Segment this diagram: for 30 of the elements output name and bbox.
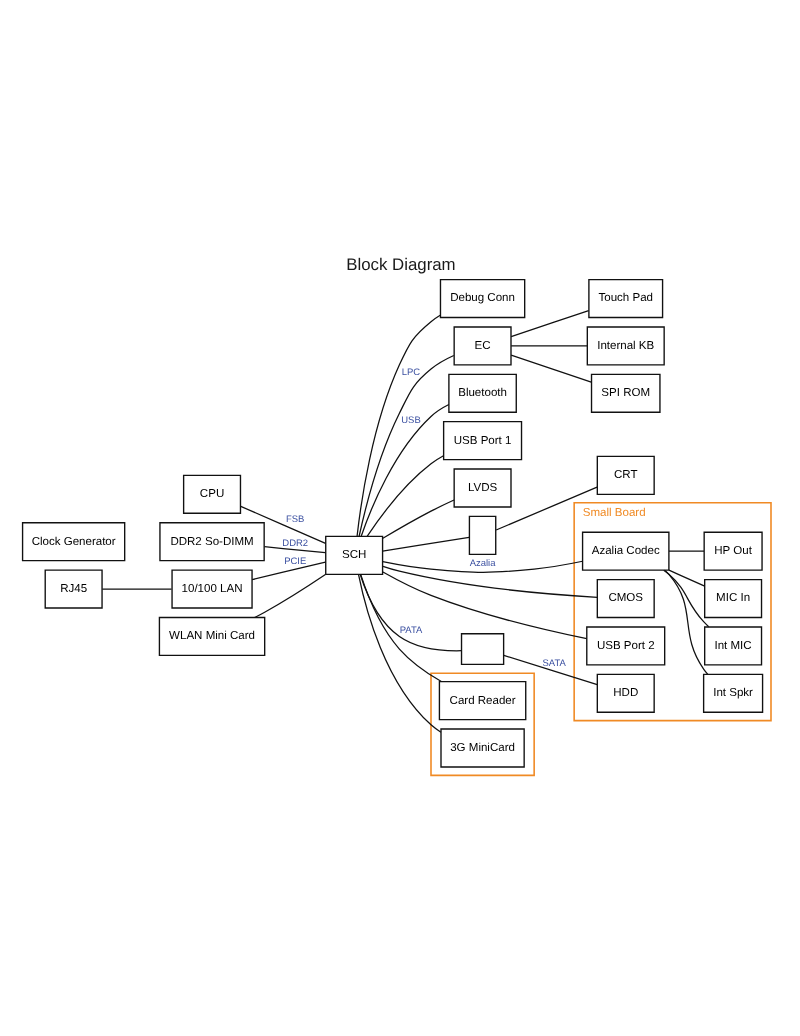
connector — [365, 455, 444, 537]
connector — [502, 654, 597, 686]
connector — [262, 546, 325, 554]
connector — [667, 569, 705, 587]
diagram-title: Block Diagram — [345, 253, 455, 274]
node-box — [467, 515, 496, 555]
connector — [381, 560, 583, 573]
connector — [359, 573, 441, 683]
connector — [667, 550, 704, 552]
connector — [357, 354, 454, 537]
connector — [509, 354, 591, 383]
connector — [100, 588, 172, 590]
connector — [358, 573, 462, 652]
connector — [356, 573, 441, 733]
connector — [381, 499, 454, 539]
cluster — [429, 672, 534, 777]
connector — [381, 571, 587, 640]
connector — [359, 403, 449, 537]
connector — [355, 314, 440, 537]
connector — [381, 565, 597, 598]
connector — [381, 536, 469, 552]
connector — [494, 486, 597, 531]
connector — [239, 505, 326, 544]
connector — [509, 345, 587, 347]
connector — [662, 569, 709, 628]
node-box — [459, 633, 504, 665]
connector — [663, 569, 708, 675]
connector — [250, 561, 326, 581]
connector — [253, 573, 326, 619]
connector — [509, 310, 589, 338]
